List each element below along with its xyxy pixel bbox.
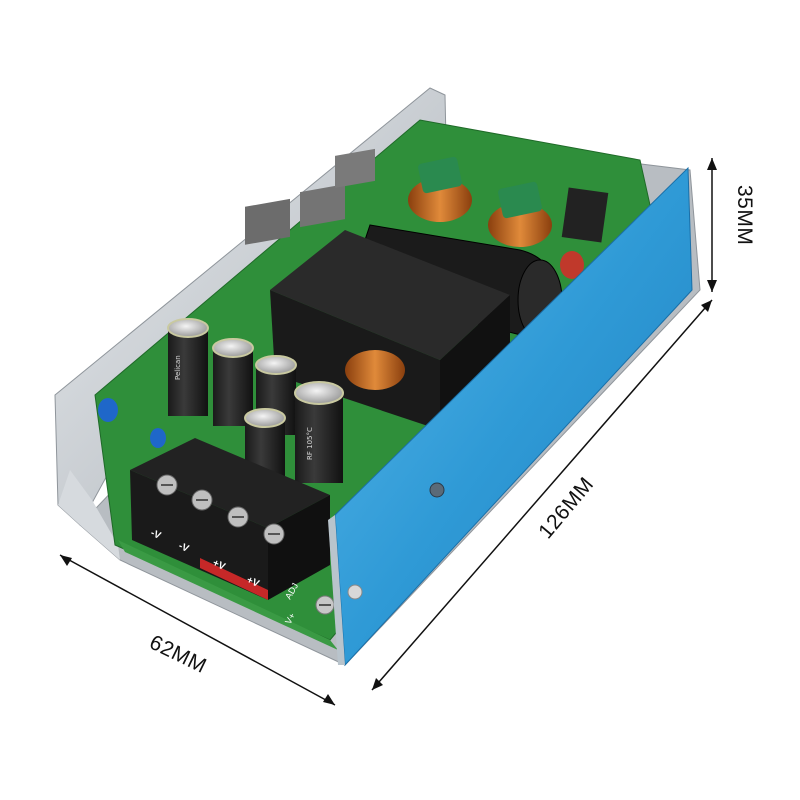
- capacitor: Pelican: [167, 318, 209, 416]
- grey-block: [300, 184, 345, 228]
- blue-cover-edge: [328, 515, 345, 665]
- emi-coils: [408, 156, 609, 279]
- adjust-screw[interactable]: [315, 595, 335, 615]
- terminal-screw: [191, 489, 213, 511]
- width-label: 62MM: [146, 631, 210, 678]
- grey-block: [245, 198, 290, 245]
- terminal-label-2: -V: [177, 541, 191, 555]
- capacitor: [255, 355, 297, 435]
- terminal-label-1: -V: [149, 528, 163, 542]
- capacitor-brand: Pelican: [174, 355, 182, 380]
- blue-component: [98, 398, 118, 422]
- terminal-block: -V -V +V +V: [130, 438, 330, 600]
- dimension-height: 35MM: [707, 158, 756, 292]
- chassis-left-edge: [58, 470, 120, 560]
- length-label: 126MM: [534, 473, 598, 543]
- terminal-screw: [263, 523, 285, 545]
- capacitor: [212, 338, 254, 426]
- terminal-block-top: [130, 438, 330, 528]
- height-label: 35MM: [733, 185, 756, 245]
- positive-terminal-marker: [200, 558, 268, 600]
- red-component: [560, 251, 584, 279]
- transformer-top: [270, 230, 510, 360]
- capacitor-rating: RF 105°C: [306, 427, 314, 460]
- blue-component: [150, 428, 166, 448]
- green-core: [418, 156, 462, 194]
- transformer-winding: [345, 350, 405, 390]
- pcb-front-edge: [118, 540, 338, 650]
- filter-blocks: [245, 148, 375, 245]
- output-capacitors: Pelican RF 105°C: [98, 318, 344, 483]
- terminal-screw: [156, 474, 178, 496]
- capacitor: RF 105°C: [294, 381, 344, 483]
- blue-side-cover: [328, 166, 693, 667]
- terminal-label-3: +V: [211, 558, 227, 573]
- cover-screw: [347, 584, 363, 600]
- grey-block: [335, 148, 375, 188]
- green-core: [498, 181, 542, 219]
- terminal-block-front: [130, 470, 268, 600]
- terminal-block-side: [268, 495, 330, 600]
- cover-screw: [429, 482, 445, 498]
- pcb-vplus-label: V+: [283, 611, 297, 626]
- dark-bridge: [561, 187, 609, 243]
- terminal-label-4: +V: [245, 575, 261, 590]
- terminal-screw: [227, 506, 249, 528]
